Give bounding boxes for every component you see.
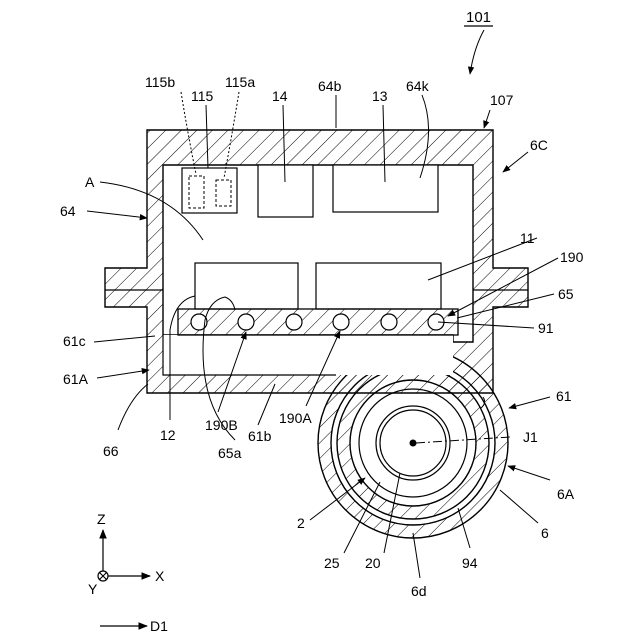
label-115a: 115a	[225, 74, 255, 90]
label-190: 190	[560, 249, 584, 265]
label-61c: 61c	[63, 333, 86, 349]
leader-61A	[97, 370, 149, 378]
figure-number: 101	[464, 9, 493, 74]
label-61: 61	[556, 388, 572, 404]
internal-components	[178, 165, 458, 335]
label-61A: 61A	[63, 371, 89, 387]
component-12	[195, 263, 298, 309]
lower-cavity	[163, 335, 453, 375]
figure-number-text: 101	[466, 9, 491, 26]
leader-6C	[503, 152, 528, 172]
label-115b: 115b	[145, 74, 175, 90]
label-25: 25	[324, 555, 340, 571]
label-64: 64	[60, 203, 76, 219]
label-14: 14	[272, 88, 288, 104]
label-12: 12	[160, 427, 176, 443]
label-6: 6	[541, 525, 549, 541]
leader-6A	[508, 466, 550, 480]
leader-6	[500, 490, 538, 523]
leader-107	[484, 110, 490, 128]
label-64k: 64k	[406, 78, 430, 94]
label-107: 107	[490, 92, 514, 108]
through-hole	[333, 314, 349, 330]
label-190A: 190A	[279, 410, 312, 426]
label-11: 11	[520, 230, 535, 246]
coordinate-axes: Z X Y D1	[88, 511, 168, 634]
label-2: 2	[297, 515, 305, 531]
leader-64	[87, 211, 147, 218]
label-6A: 6A	[557, 486, 575, 502]
axis-label-z: Z	[97, 511, 106, 527]
figure-number-arrow	[470, 30, 484, 74]
leader-61	[509, 397, 550, 408]
circuit-board-65	[178, 309, 458, 335]
label-6C: 6C	[530, 137, 548, 153]
leader-61c	[94, 336, 155, 342]
label-91: 91	[538, 320, 554, 336]
label-61b: 61b	[248, 428, 272, 444]
label-94: 94	[462, 555, 478, 571]
through-hole	[238, 314, 254, 330]
label-65a: 65a	[218, 445, 242, 461]
leader-66	[118, 384, 148, 430]
label-190B: 190B	[205, 417, 238, 433]
label-J1: J1	[523, 429, 538, 445]
label-A: A	[85, 174, 95, 190]
component-11	[316, 263, 441, 309]
case-box	[105, 130, 528, 393]
central-axis-point	[410, 440, 417, 447]
sensor-element-115b	[189, 176, 204, 208]
label-66: 66	[103, 443, 119, 459]
sensor-element-115a	[216, 180, 231, 206]
label-13: 13	[372, 88, 388, 104]
component-14	[258, 165, 313, 217]
leader-6d	[413, 533, 420, 578]
through-hole	[286, 314, 302, 330]
label-64b: 64b	[318, 78, 342, 94]
through-hole	[381, 314, 397, 330]
direction-label-d1: D1	[150, 618, 168, 634]
label-115: 115	[191, 88, 214, 104]
label-65: 65	[558, 286, 574, 302]
axis-label-y: Y	[88, 581, 98, 597]
axis-label-x: X	[155, 568, 165, 584]
label-20: 20	[365, 555, 381, 571]
label-6d: 6d	[411, 583, 427, 599]
